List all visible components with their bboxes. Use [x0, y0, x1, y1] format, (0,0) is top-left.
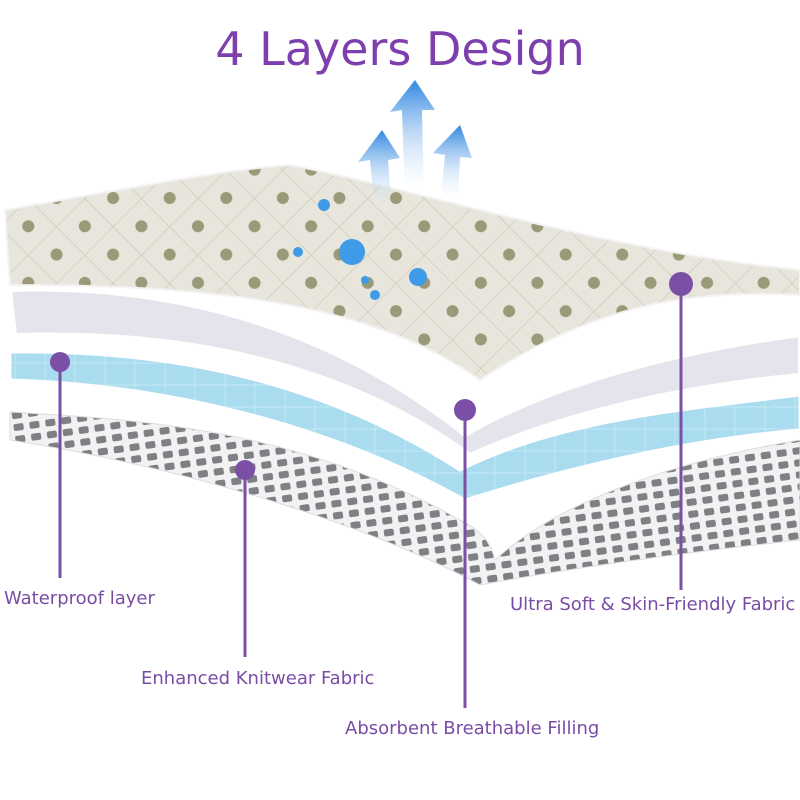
waterproof-layer — [8, 350, 800, 502]
label-absorbent-filling: Absorbent Breathable Filling — [345, 718, 600, 739]
label-waterproof-layer: Waterproof layer — [4, 588, 155, 609]
callout-dot-top — [669, 272, 693, 296]
page-title: 4 Layers Design — [215, 22, 585, 76]
breathable-arrows-icon — [358, 80, 472, 215]
label-knitwear-fabric: Enhanced Knitwear Fabric — [141, 668, 375, 689]
water-droplets-icon — [293, 199, 427, 300]
label-skin-friendly-fabric: Ultra Soft & Skin-Friendly Fabric — [510, 594, 796, 615]
callout-dot-filling — [454, 399, 476, 421]
knit-layer — [9, 411, 800, 586]
filling-layer — [7, 287, 800, 458]
callout-dot-knitwear — [235, 460, 255, 480]
callout-dot-waterproof — [50, 352, 70, 372]
